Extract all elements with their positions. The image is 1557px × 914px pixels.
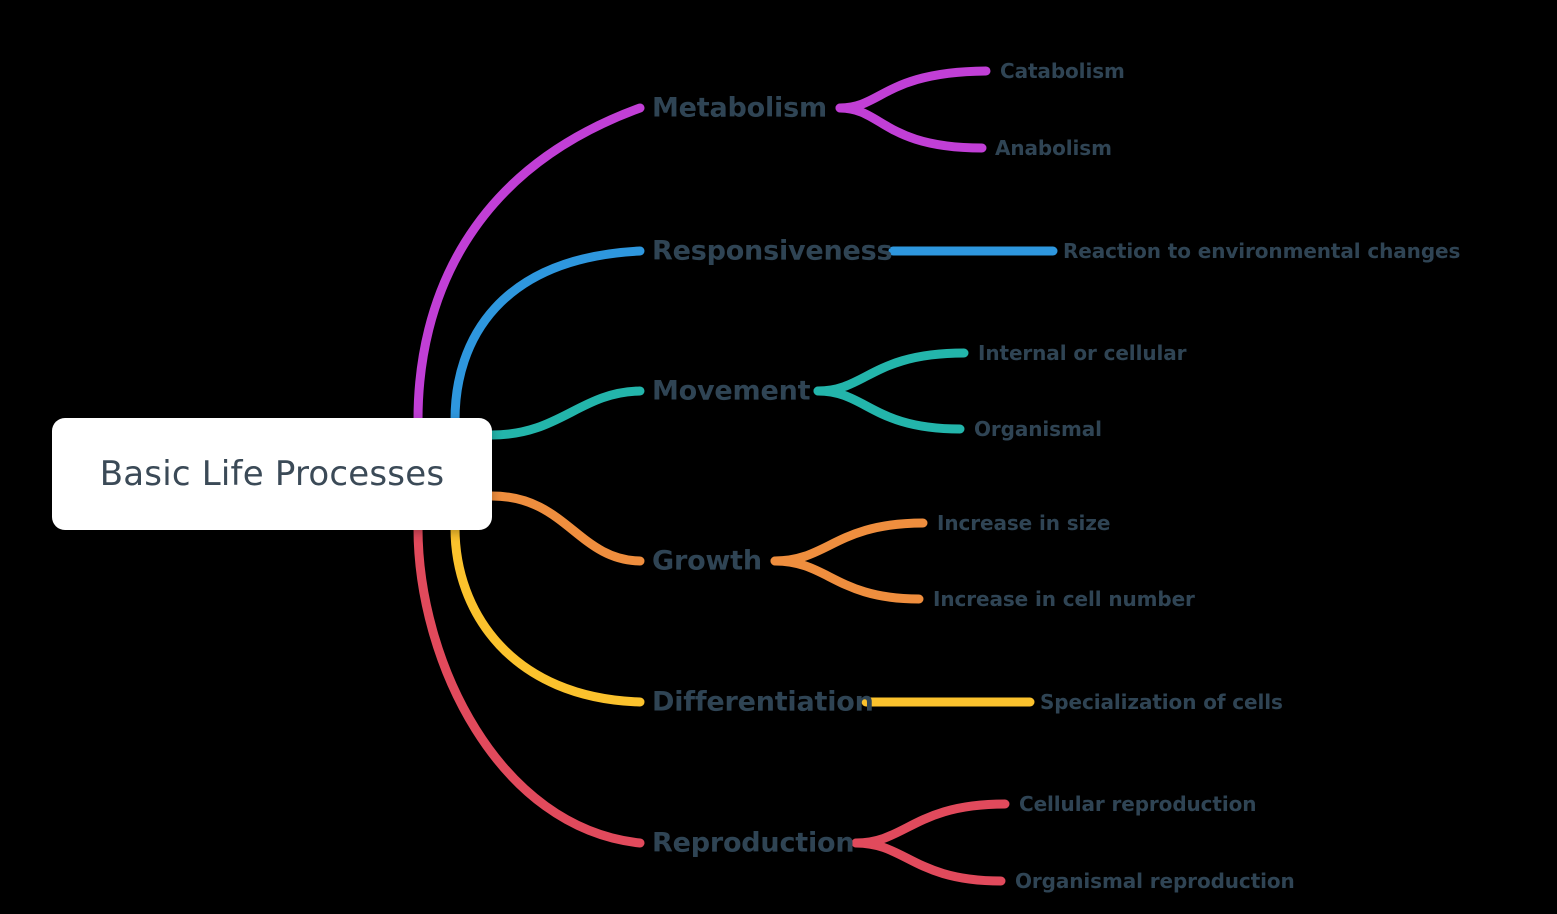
leaf-label-anabolism[interactable]: Anabolism: [995, 136, 1112, 160]
connector-differentiation-trunk: [450, 523, 645, 707]
leaf-label-organismal[interactable]: Organismal: [974, 417, 1102, 441]
connector-growth-size: [770, 518, 928, 566]
leaf-label-specialization-of-cells[interactable]: Specialization of cells: [1040, 690, 1283, 714]
leaf-label-increase-in-size[interactable]: Increase in size: [937, 511, 1111, 535]
branch-label-growth[interactable]: Growth: [652, 545, 762, 577]
connector-movement-trunk: [487, 386, 645, 440]
leaf-label-reaction-to-environmental-changes[interactable]: Reaction to environmental changes: [1063, 239, 1461, 263]
leaf-label-catabolism[interactable]: Catabolism: [1000, 59, 1125, 83]
connector-metabolism-catabolism: [835, 66, 991, 113]
branch-label-responsiveness[interactable]: Responsiveness: [652, 235, 893, 267]
leaf-label-internal-or-cellular[interactable]: Internal or cellular: [978, 341, 1187, 365]
leaf-label-organismal-reproduction[interactable]: Organismal reproduction: [1015, 869, 1295, 893]
leaf-label-cellular-reproduction[interactable]: Cellular reproduction: [1019, 792, 1257, 816]
leaf-label-increase-in-cell-number[interactable]: Increase in cell number: [933, 587, 1195, 611]
connector-growth-trunk: [487, 491, 645, 566]
connector-metabolism-trunk: [413, 103, 645, 425]
connector-reproduction-trunk: [413, 523, 645, 848]
root-node-label: Basic Life Processes: [99, 454, 445, 494]
connector-growth-cellnumber: [770, 556, 924, 604]
branch-label-reproduction[interactable]: Reproduction: [652, 827, 855, 859]
connector-movement-organismal: [813, 386, 965, 434]
connector-responsiveness-trunk: [450, 246, 645, 425]
branch-label-metabolism[interactable]: Metabolism: [652, 92, 827, 124]
connector-metabolism-anabolism: [835, 103, 987, 153]
root-node[interactable]: Basic Life Processes: [52, 418, 492, 530]
branch-label-movement[interactable]: Movement: [652, 375, 811, 407]
branch-label-differentiation[interactable]: Differentiation: [652, 686, 874, 718]
connector-reproduction-organismal: [851, 838, 1006, 886]
connector-reproduction-cellular: [851, 799, 1010, 848]
connector-movement-internal: [813, 348, 969, 396]
